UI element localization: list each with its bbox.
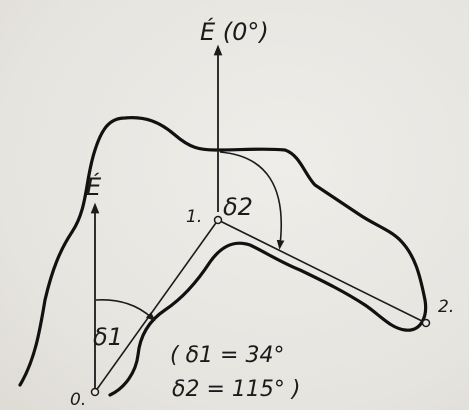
label-north-top: É (0°) — [200, 17, 269, 46]
label-point-0: 0. — [70, 390, 86, 410]
leg-0-to-1 — [94, 219, 219, 393]
label-delta-1: δ1 — [93, 323, 123, 351]
label-north-left: É — [86, 172, 102, 201]
label-delta-2: δ2 — [223, 193, 253, 221]
formula-line-2: δ2 = 115° ) — [172, 377, 300, 402]
label-point-2: 2. — [438, 297, 454, 317]
angle-arc-delta-2 — [219, 151, 285, 250]
station-0 — [90, 387, 100, 397]
angle-arc-delta-1 — [95, 299, 156, 322]
station-1 — [213, 215, 223, 225]
station-2 — [421, 318, 431, 328]
formula-line-1: ( δ1 = 34° — [170, 343, 284, 368]
terrain-outline — [18, 116, 428, 397]
leg-1-to-2 — [217, 219, 427, 324]
label-point-1: 1. — [186, 207, 202, 227]
